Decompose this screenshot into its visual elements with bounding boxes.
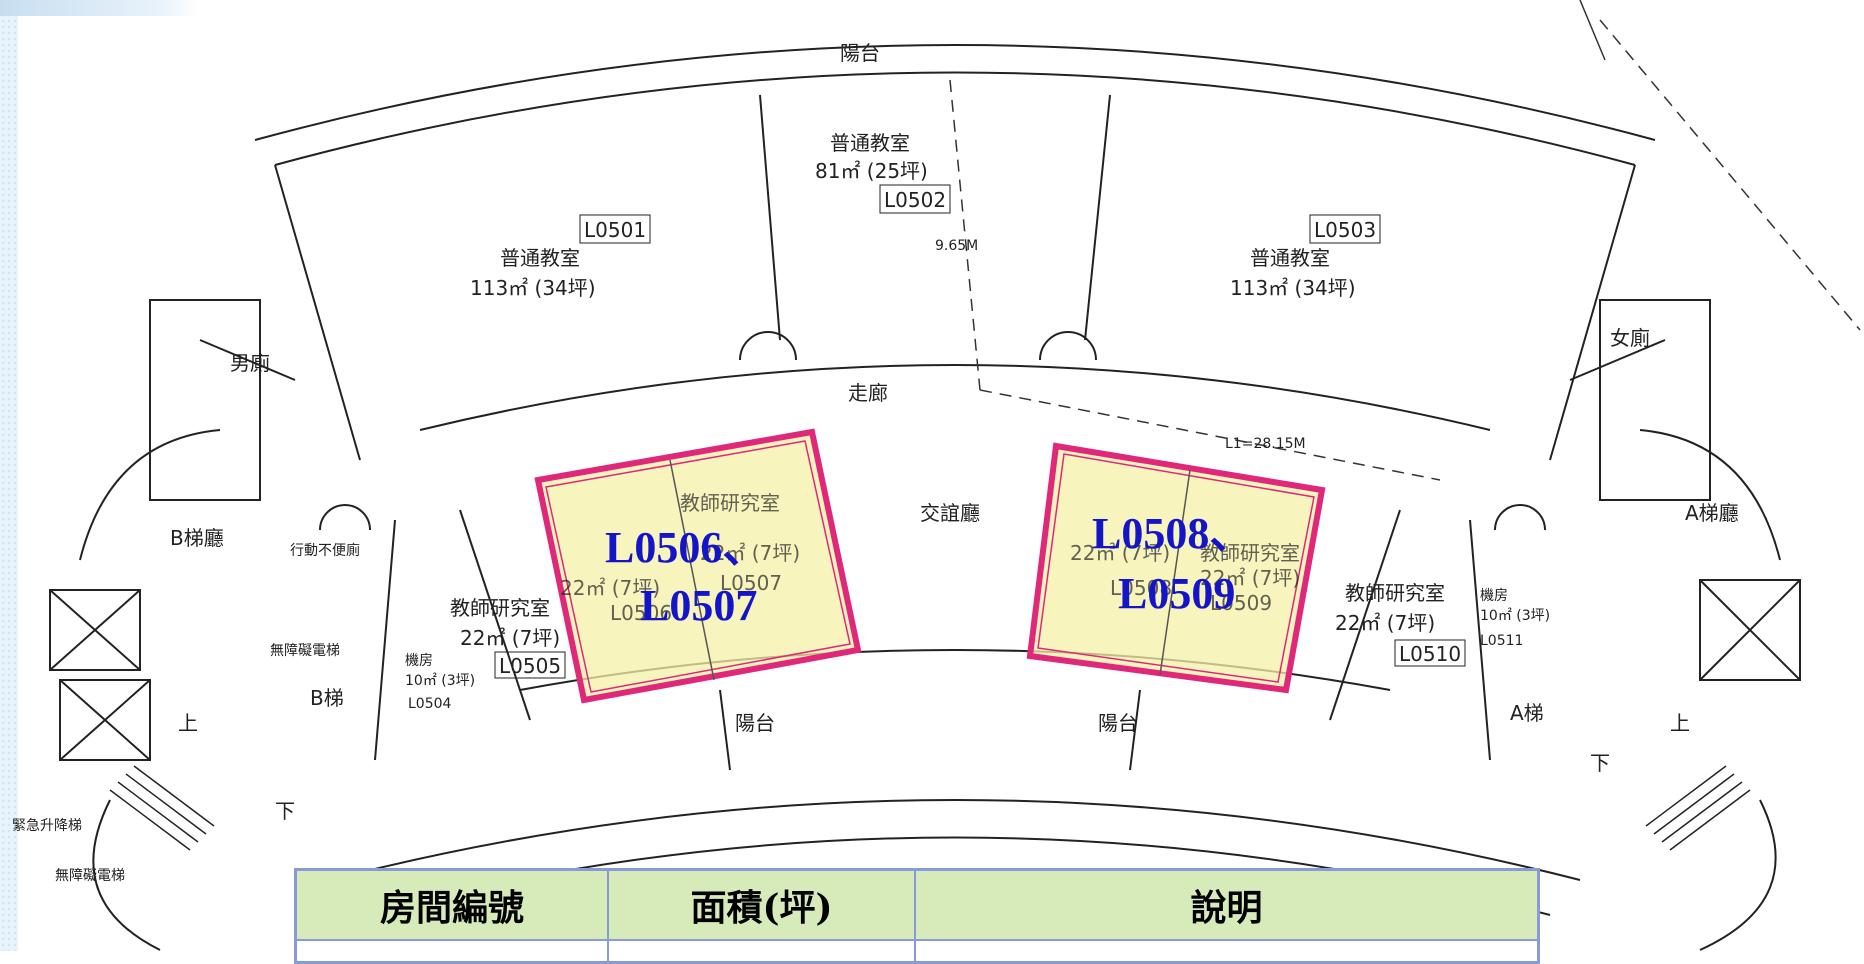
room-name-l0502: 普通教室 bbox=[830, 131, 910, 155]
room-area-l0507: 22㎡ (7坪) bbox=[700, 541, 800, 565]
room-code-l0510: L0510 bbox=[1399, 642, 1461, 666]
b-stair-label: B梯 bbox=[310, 686, 344, 710]
corridor-upper-arc bbox=[419, 364, 1491, 431]
room-area-l0506: 22㎡ (7坪) bbox=[560, 576, 660, 600]
decorative-side-strip bbox=[0, 0, 18, 951]
table-cell bbox=[295, 940, 609, 963]
room-code-l0505: L0505 bbox=[499, 654, 561, 678]
outer-wall-inner-arc bbox=[274, 71, 1636, 166]
b-lobby-label: B梯廳 bbox=[170, 526, 224, 550]
room-name-l0509: 教師研究室 bbox=[1200, 541, 1300, 565]
lounge-label: 交誼廳 bbox=[920, 501, 980, 525]
outer-wall-arc bbox=[254, 44, 1656, 141]
room-name-l0505: 教師研究室 bbox=[450, 596, 550, 620]
decorative-corner bbox=[0, 0, 200, 16]
stair-down-right: 下 bbox=[1590, 751, 1610, 775]
highlight-l0506-l0507[interactable]: 22㎡ (7坪) L0506 22㎡ (7坪) L0507 教師研究室 L050… bbox=[534, 428, 862, 704]
header-area: 面積(坪) bbox=[608, 869, 916, 941]
dimension-line bbox=[949, 79, 981, 391]
room-name-l0504: 機房 bbox=[405, 653, 433, 669]
mens-restroom-label: 男廁 bbox=[230, 351, 270, 375]
dimension-arc-line bbox=[979, 389, 1441, 481]
room-code-l0506: L0506 bbox=[610, 601, 672, 625]
room-code-l0509: L0509 bbox=[1210, 591, 1272, 615]
table-cell bbox=[915, 940, 1539, 963]
left-stair-arc bbox=[92, 799, 161, 951]
accessible-restroom-label: 行動不便廁 bbox=[290, 542, 360, 559]
room-area-l0505: 22㎡ (7坪) bbox=[460, 626, 560, 650]
room-code-l0504: L0504 bbox=[408, 696, 452, 712]
accessible-elevator-label-2: 無障礙電梯 bbox=[55, 868, 125, 884]
room-info-table: 房間編號 面積(坪) 說明 bbox=[294, 868, 1540, 964]
a-lobby-label: A梯廳 bbox=[1685, 501, 1739, 525]
room-name-l0511: 機房 bbox=[1480, 588, 1508, 604]
room-area-l0508: 22㎡ (7坪) bbox=[1070, 541, 1170, 565]
room-area-l0509: 22㎡ (7坪) bbox=[1200, 566, 1300, 590]
callout-left-line2: L0507 bbox=[640, 581, 757, 630]
stair-down-left: 下 bbox=[275, 799, 295, 823]
site-boundary-line bbox=[1599, 19, 1861, 331]
stair-up-left: 上 bbox=[178, 711, 198, 735]
room-name-l0501: 普通教室 bbox=[500, 246, 580, 270]
room-code-l0508: L0508 bbox=[1110, 576, 1172, 600]
room-area-l0510: 22㎡ (7坪) bbox=[1335, 611, 1435, 635]
table-row bbox=[295, 940, 1539, 963]
header-room-number: 房間編號 bbox=[295, 869, 609, 941]
callout-right-line1: L0508、 bbox=[1092, 509, 1253, 558]
table-header-row: 房間編號 面積(坪) 說明 bbox=[295, 869, 1539, 941]
callout-right-line2: L0509 bbox=[1118, 569, 1235, 618]
room-area-l0504: 10㎡ (3坪) bbox=[405, 673, 475, 689]
room-code-l0503: L0503 bbox=[1314, 218, 1376, 242]
right-stair-arc bbox=[1699, 799, 1777, 951]
highlight-l0508-l0509[interactable]: 22㎡ (7坪) L0508 L0509 22㎡ (7坪) 教師研究室 L050… bbox=[1026, 442, 1326, 694]
table-cell bbox=[608, 940, 916, 963]
span-dimension: 9.65M bbox=[935, 238, 978, 254]
room-code-l0501: L0501 bbox=[584, 218, 646, 242]
room-area-l0511: 10㎡ (3坪) bbox=[1480, 608, 1550, 624]
arc-dimension: L1=28.15M bbox=[1225, 436, 1306, 452]
womens-restroom-label: 女廁 bbox=[1610, 326, 1650, 350]
corridor-label: 走廊 bbox=[848, 381, 888, 405]
room-code-l0507: L0507 bbox=[720, 571, 782, 595]
a-stair-label: A梯 bbox=[1510, 701, 1544, 725]
top-balcony-label: 陽台 bbox=[840, 41, 880, 65]
callout-left-line1: L0506、 bbox=[605, 523, 766, 572]
room-area-l0503: 113㎡ (34坪) bbox=[1230, 276, 1356, 300]
room-code-l0511: L0511 bbox=[1480, 633, 1523, 649]
front-wall-arc bbox=[329, 799, 1581, 881]
right-wing-arc bbox=[1639, 429, 1781, 561]
room-area-l0501: 113㎡ (34坪) bbox=[470, 276, 596, 300]
accessible-elevator-label: 無障礙電梯 bbox=[270, 643, 340, 659]
emergency-elevator-label: 緊急升降梯 bbox=[12, 818, 82, 834]
room-name-l0510: 教師研究室 bbox=[1345, 581, 1445, 605]
header-description: 說明 bbox=[915, 869, 1539, 941]
balcony-left-label: 陽台 bbox=[735, 711, 775, 735]
room-name-l0506: 教師研究室 bbox=[680, 491, 780, 515]
stair-up-right: 上 bbox=[1670, 711, 1690, 735]
room-area-l0502: 81㎡ (25坪) bbox=[815, 159, 928, 183]
room-code-l0502: L0502 bbox=[884, 188, 946, 212]
balcony-right-label: 陽台 bbox=[1098, 711, 1138, 735]
room-name-l0503: 普通教室 bbox=[1250, 246, 1330, 270]
left-wing-arc bbox=[79, 429, 221, 561]
